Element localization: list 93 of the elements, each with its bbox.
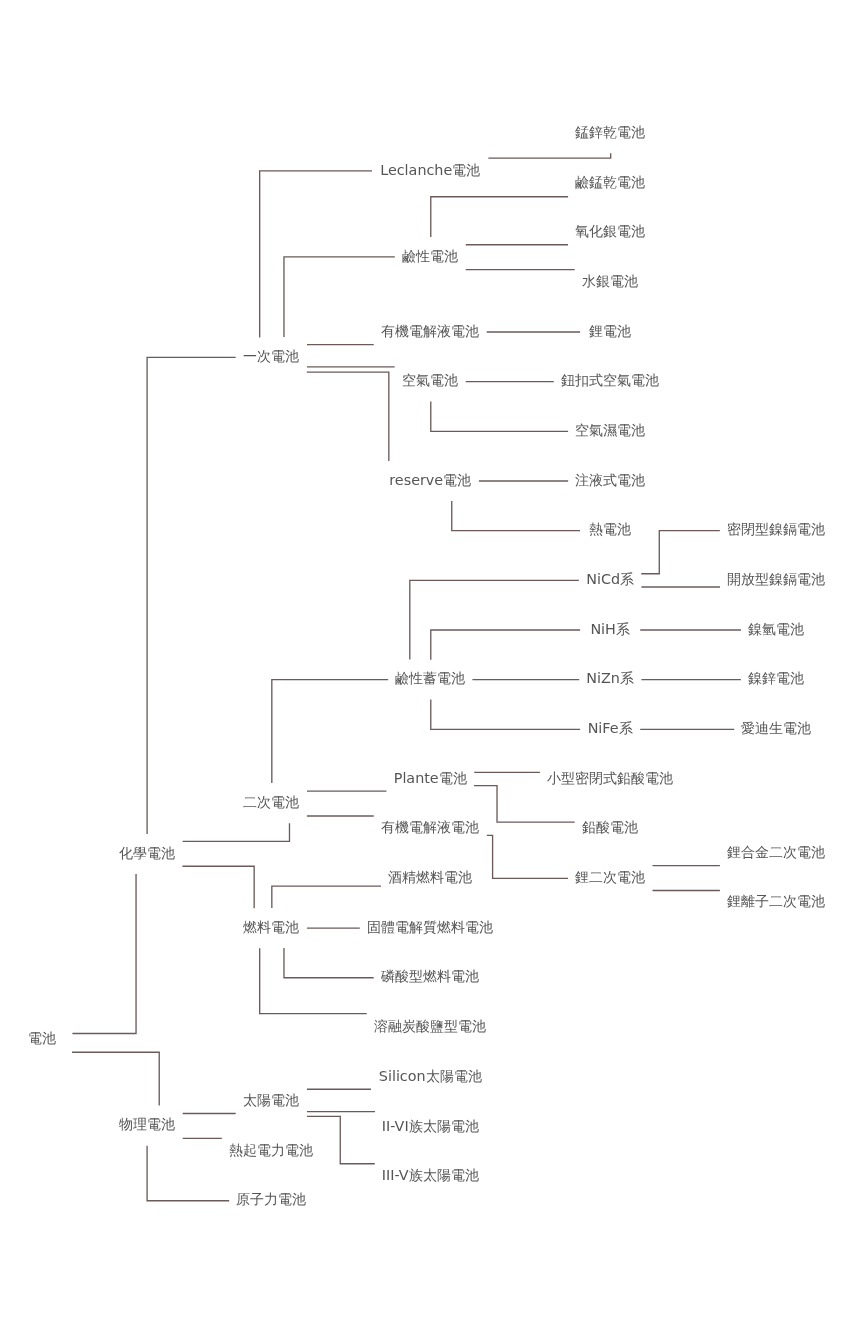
node-text: NiH系 (590, 620, 630, 637)
node-text: 太陽電池 (243, 1091, 300, 1108)
connector (473, 771, 541, 773)
connector (451, 499, 581, 531)
connector (283, 946, 375, 978)
connector (306, 790, 388, 792)
connector (306, 370, 390, 462)
node-text: 酒精燃料電池 (388, 868, 473, 885)
node-text: 鈕扣式空氣電池 (561, 371, 660, 388)
node-text: 電池 (28, 1029, 57, 1046)
node-text: 鎳氫電池 (748, 620, 805, 637)
connector (306, 343, 375, 345)
node-text: II-VI族太陽電池 (381, 1117, 479, 1134)
node-text: 物理電池 (119, 1115, 176, 1132)
connector (271, 884, 382, 909)
node-text: Plante電池 (393, 769, 467, 786)
node-text: 燃料電池 (243, 918, 300, 935)
node-text: 愛迪生電池 (741, 719, 812, 736)
node-text: III-V族太陽電池 (381, 1166, 479, 1183)
node-text: 空氣濕電池 (575, 421, 646, 438)
connector (181, 865, 255, 909)
node-text: 原子力電池 (236, 1190, 307, 1207)
connector (182, 1112, 237, 1114)
node-text: 二次電池 (243, 793, 300, 810)
node-text: 有機電解液電池 (381, 818, 480, 835)
node-text: Leclanche電池 (380, 161, 481, 178)
node-text: 鎳鋅電池 (748, 669, 805, 686)
node-text: NiCd系 (586, 570, 635, 587)
connector (409, 579, 580, 660)
connector (465, 243, 569, 245)
node-text: 化學電池 (119, 844, 176, 861)
connector (486, 834, 569, 879)
connector (640, 585, 721, 588)
node-text: 鋰電池 (589, 322, 632, 339)
node-text: reserve電池 (389, 471, 472, 488)
connector (182, 1137, 223, 1139)
connector (430, 400, 569, 432)
connector (465, 268, 576, 270)
connector (640, 529, 721, 574)
connector (283, 255, 396, 338)
node-text: 固體電解質燃料電池 (367, 918, 494, 935)
node-text: 鋰二次電池 (575, 868, 646, 885)
connector (478, 479, 569, 482)
connector (306, 814, 375, 817)
connector (306, 365, 396, 368)
connector (146, 356, 237, 835)
connector (306, 1088, 372, 1090)
connector (146, 1144, 230, 1201)
node-text: 鋰離子二次電池 (727, 892, 826, 909)
node-text: 熱起電力電池 (229, 1141, 314, 1158)
node-text: 密閉型鎳鎘電池 (727, 520, 826, 537)
connector (639, 628, 742, 631)
connector (430, 698, 581, 730)
node-text: Silicon太陽電池 (378, 1067, 482, 1084)
node-text: 鹼錳乾電池 (575, 173, 646, 190)
node-text: 有機電解液電池 (381, 322, 480, 339)
connector (651, 864, 721, 866)
connector (473, 784, 576, 823)
connector (471, 678, 580, 680)
node-text: 開放型鎳鎘電池 (727, 570, 826, 587)
connector (306, 926, 361, 929)
connector (306, 1115, 376, 1164)
node-text: 鋰合金二次電池 (727, 843, 826, 860)
node-text: NiFe系 (587, 719, 633, 736)
node-text: 溶融炭酸鹽型電池 (374, 1017, 487, 1034)
connector (487, 152, 612, 159)
node-text: 錳鋅乾電池 (575, 123, 646, 140)
connector (465, 380, 555, 382)
connector (430, 195, 569, 238)
node-text: 熱電池 (589, 520, 632, 537)
connector (639, 728, 735, 730)
connector (71, 872, 137, 1034)
connector (271, 678, 389, 784)
node-text: 空氣電池 (402, 371, 459, 388)
connector (430, 628, 581, 660)
node-text: 注液式電池 (575, 471, 646, 488)
connector (71, 1051, 160, 1106)
connector (182, 822, 291, 842)
node-text: 水銀電池 (582, 272, 639, 289)
connector (640, 678, 742, 680)
connector (259, 947, 368, 1014)
node-text: 磷酸型燃料電池 (381, 967, 480, 984)
node-text: 氧化銀電池 (575, 222, 646, 239)
node-text: NiZn系 (586, 669, 634, 686)
node-text: 鉛酸電池 (582, 818, 639, 835)
node-text: 小型密閉式鉛酸電池 (547, 769, 674, 786)
connector (651, 889, 721, 891)
node-text: 一次電池 (243, 347, 300, 364)
node-text: 鹼性蓄電池 (395, 669, 466, 686)
connector (486, 330, 581, 333)
connector (306, 1110, 376, 1112)
node-text: 鹼性電池 (402, 247, 459, 264)
connector (259, 169, 373, 338)
